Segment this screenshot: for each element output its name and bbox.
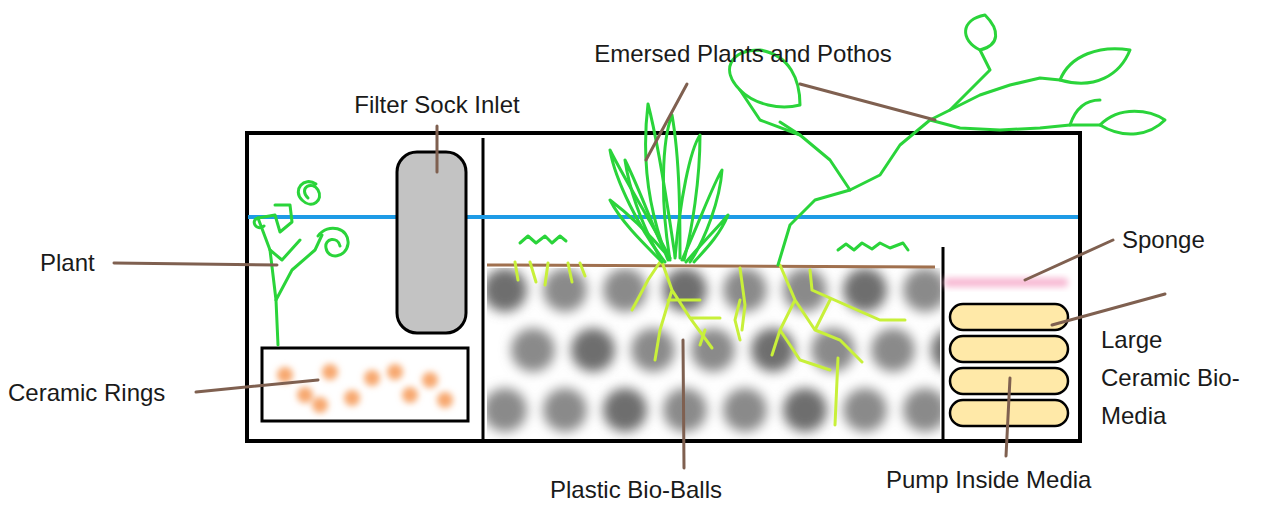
bio-ball xyxy=(603,388,647,432)
bio-ball xyxy=(783,388,827,432)
ceramic-ring xyxy=(277,367,293,383)
part-label: Emersed Plants and Pothos xyxy=(594,35,892,73)
bio-ball xyxy=(543,268,587,312)
ceramic-ring xyxy=(344,390,360,406)
ceramic-ring xyxy=(312,397,328,413)
mesh-line xyxy=(487,265,935,267)
part-label: Sponge xyxy=(1122,221,1205,259)
bio-ball xyxy=(691,328,735,372)
bio-ball xyxy=(631,328,675,372)
bio-ball xyxy=(871,328,915,372)
ceramic-ring xyxy=(402,387,418,403)
bio-ball xyxy=(603,268,647,312)
leader-lines xyxy=(114,84,1165,468)
bio-ball xyxy=(903,268,940,312)
bio-ball xyxy=(723,388,767,432)
bio-ball xyxy=(843,388,887,432)
rings-box xyxy=(262,348,468,421)
part-label: Filter Sock Inlet xyxy=(354,86,519,124)
ceramic-ring xyxy=(387,364,403,380)
bio-ball xyxy=(543,388,587,432)
ceramic-ring xyxy=(437,392,453,408)
plants xyxy=(254,15,1165,345)
bio-ball xyxy=(571,328,615,372)
ceramic-rings xyxy=(277,364,453,413)
bio-ball xyxy=(663,268,707,312)
bio-ball xyxy=(511,328,555,372)
part-label: Plastic Bio-Balls xyxy=(550,471,722,509)
bio-balls xyxy=(487,268,940,432)
ceramic-ring xyxy=(322,364,338,380)
bio-ball xyxy=(487,388,527,432)
part-label: Pump Inside Media xyxy=(886,461,1091,499)
bio-ball xyxy=(903,388,940,432)
filter-sock xyxy=(397,152,466,333)
ceramic-ring xyxy=(297,387,313,403)
ceramic-ring xyxy=(364,370,380,386)
baffle xyxy=(942,247,945,440)
sponge xyxy=(944,278,1068,287)
roots xyxy=(515,262,905,425)
part-label: Large Ceramic Bio-Media xyxy=(1101,321,1241,435)
water-line xyxy=(248,215,1078,219)
bio-ball xyxy=(487,268,527,312)
part-label: Ceramic Rings xyxy=(8,374,165,412)
part-label: Plant xyxy=(40,244,95,282)
baffle xyxy=(482,138,485,440)
bio-ball xyxy=(931,328,940,372)
ceramic-ring xyxy=(422,372,438,388)
